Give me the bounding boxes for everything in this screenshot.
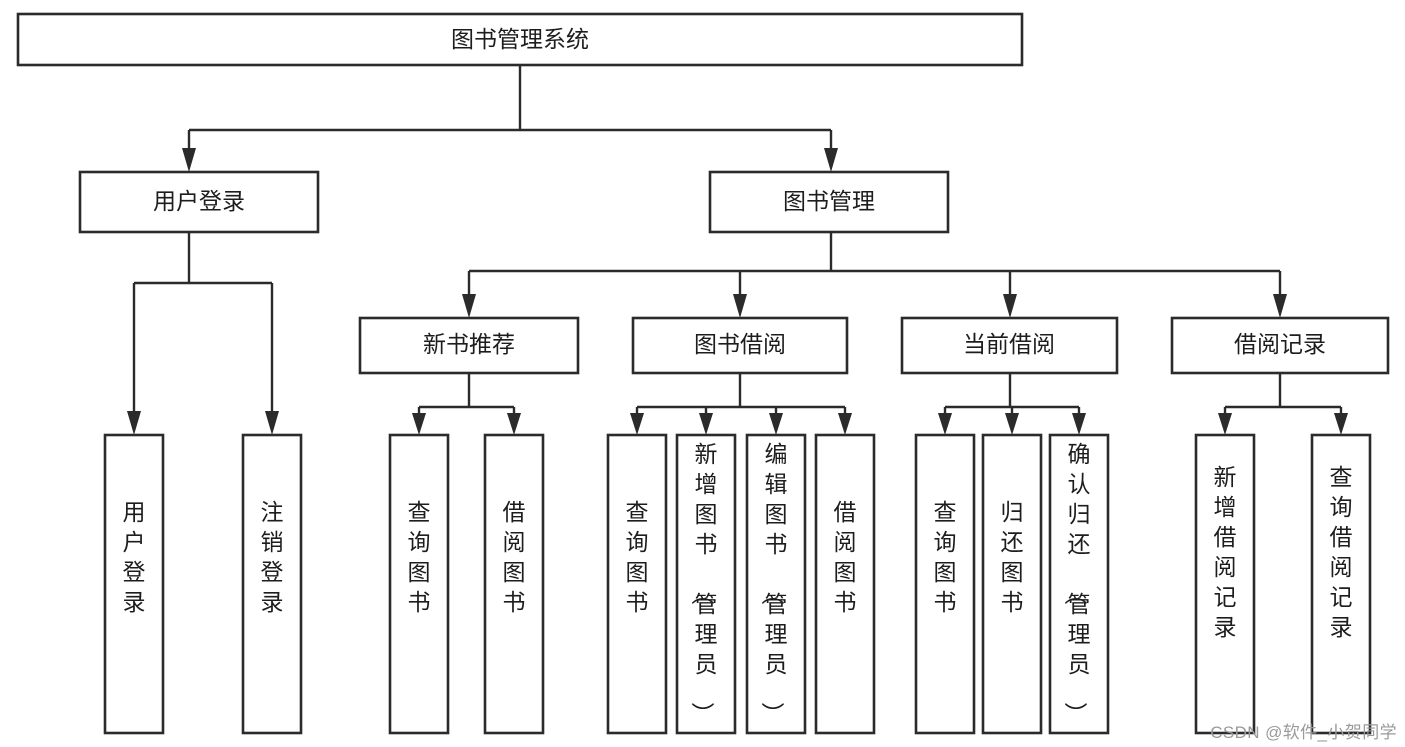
leaf-borrow-book-2-label: 借阅图书 [834,499,857,615]
leaf-return-book-box[interactable] [981,433,1043,735]
edges-root-to-level1 [182,65,838,172]
node-borrow-record-box[interactable] [1170,316,1390,375]
leaf-query-book-3-label: 查询图书 [934,499,957,615]
leaf-logout-label: 注销登录 [261,499,284,615]
arrow-to-leaf-query-book-2 [630,413,644,435]
edges-currentborrow-to-leaves [938,373,1086,435]
arrow-to-leaf-add-book [699,413,713,435]
leaf-edit-book-box[interactable] [745,433,807,735]
leaf-user-login-box[interactable] [103,433,165,735]
node-new-book-recommend-label: 新书推荐 [423,331,515,357]
leaf-add-book-label: 新增图书（管理员） [690,441,718,725]
leaf-query-book-3-box[interactable] [914,433,976,735]
leaf-confirm-return-label: 确认归还（管理员） [1063,441,1091,725]
leaf-logout[interactable]: 注销登录 [241,433,303,735]
node-book-management-label: 图书管理 [783,188,875,214]
leaf-edit-book[interactable]: 编辑图书（管理员） [745,433,807,735]
node-book-management[interactable]: 图书管理 [708,170,950,234]
node-book-borrow-box[interactable] [631,316,849,375]
arrow-to-leaf-query-book-1 [412,413,426,435]
arrow-to-leaf-query-book-3 [938,413,952,435]
arrow-to-current-borrow [1003,294,1017,318]
edges-newbook-to-leaves [412,373,521,435]
leaf-query-book-2-label: 查询图书 [626,499,649,615]
leaf-add-book[interactable]: 新增图书（管理员） [675,433,737,735]
arrow-to-book-management [824,148,838,172]
node-book-borrow-label: 图书借阅 [694,331,786,357]
arrow-to-leaf-confirm-return [1072,413,1086,435]
edges-userlogin-to-leaves [127,232,279,435]
node-root-box[interactable] [16,12,1024,67]
node-root[interactable]: 图书管理系统 [16,12,1024,67]
leaf-query-book-2-box[interactable] [606,433,668,735]
node-user-login-box[interactable] [78,170,320,234]
leaf-user-login[interactable]: 用户登录 [103,433,165,735]
arrow-to-leaf-borrow-book-2 [838,413,852,435]
node-new-book-recommend[interactable]: 新书推荐 [358,316,580,375]
edges-borrowrecord-to-leaves [1218,373,1348,435]
leaf-query-book-3[interactable]: 查询图书 [914,433,976,735]
leaf-borrow-book-1[interactable]: 借阅图书 [483,433,545,735]
node-new-book-recommend-box[interactable] [358,316,580,375]
leaf-add-record-label: 新增借阅记录 [1214,464,1237,640]
leaf-borrow-book-1-box[interactable] [483,433,545,735]
arrow-to-leaf-edit-book [769,413,783,435]
leaf-borrow-book-2-box[interactable] [814,433,876,735]
leaf-query-record-box[interactable] [1310,433,1372,735]
leaf-query-record[interactable]: 查询借阅记录 [1310,433,1372,735]
node-book-borrow[interactable]: 图书借阅 [631,316,849,375]
node-borrow-record-label: 借阅记录 [1234,331,1326,357]
leaf-query-book-1-box[interactable] [388,433,450,735]
leaf-query-book-2[interactable]: 查询图书 [606,433,668,735]
edges-bookmgmt-to-level2 [462,232,1287,318]
arrow-to-leaf-add-record [1218,413,1232,435]
leaf-query-book-1[interactable]: 查询图书 [388,433,450,735]
node-root-label: 图书管理系统 [451,26,589,52]
arrow-to-user-login [182,148,196,172]
node-user-login-label: 用户登录 [153,188,245,214]
arrow-to-leaf-return-book [1005,413,1019,435]
leaf-confirm-return[interactable]: 确认归还（管理员） [1048,433,1110,735]
leaf-user-login-label: 用户登录 [123,499,146,615]
leaf-logout-box[interactable] [241,433,303,735]
leaf-edit-book-label: 编辑图书（管理员） [760,441,788,725]
leaf-return-book-label: 归还图书 [1001,499,1024,615]
leaf-query-record-label: 查询借阅记录 [1330,464,1353,640]
arrow-to-new-book-recommend [462,294,476,318]
arrow-to-leaf-query-record [1334,413,1348,435]
edges-bookborrow-to-leaves [630,373,852,435]
leaf-confirm-return-box[interactable] [1048,433,1110,735]
leaf-add-record[interactable]: 新增借阅记录 [1194,433,1256,735]
node-user-login[interactable]: 用户登录 [78,170,320,234]
leaf-borrow-book-1-label: 借阅图书 [503,499,526,615]
node-current-borrow[interactable]: 当前借阅 [900,316,1119,375]
arrow-to-book-borrow [733,294,747,318]
arrow-to-leaf-user-login [127,411,141,435]
leaf-return-book[interactable]: 归还图书 [981,433,1043,735]
leaf-borrow-book-2[interactable]: 借阅图书 [814,433,876,735]
node-current-borrow-label: 当前借阅 [963,331,1055,357]
node-book-management-box[interactable] [708,170,950,234]
leaf-add-book-box[interactable] [675,433,737,735]
arrow-to-borrow-record [1273,294,1287,318]
leaf-add-record-box[interactable] [1194,433,1256,735]
leaf-query-book-1-label: 查询图书 [408,499,431,615]
arrow-to-leaf-borrow-book-1 [507,413,521,435]
arrow-to-leaf-logout [265,411,279,435]
node-borrow-record[interactable]: 借阅记录 [1170,316,1390,375]
csdn-watermark: CSDN @软件_小贺同学 [1210,723,1397,742]
node-current-borrow-box[interactable] [900,316,1119,375]
